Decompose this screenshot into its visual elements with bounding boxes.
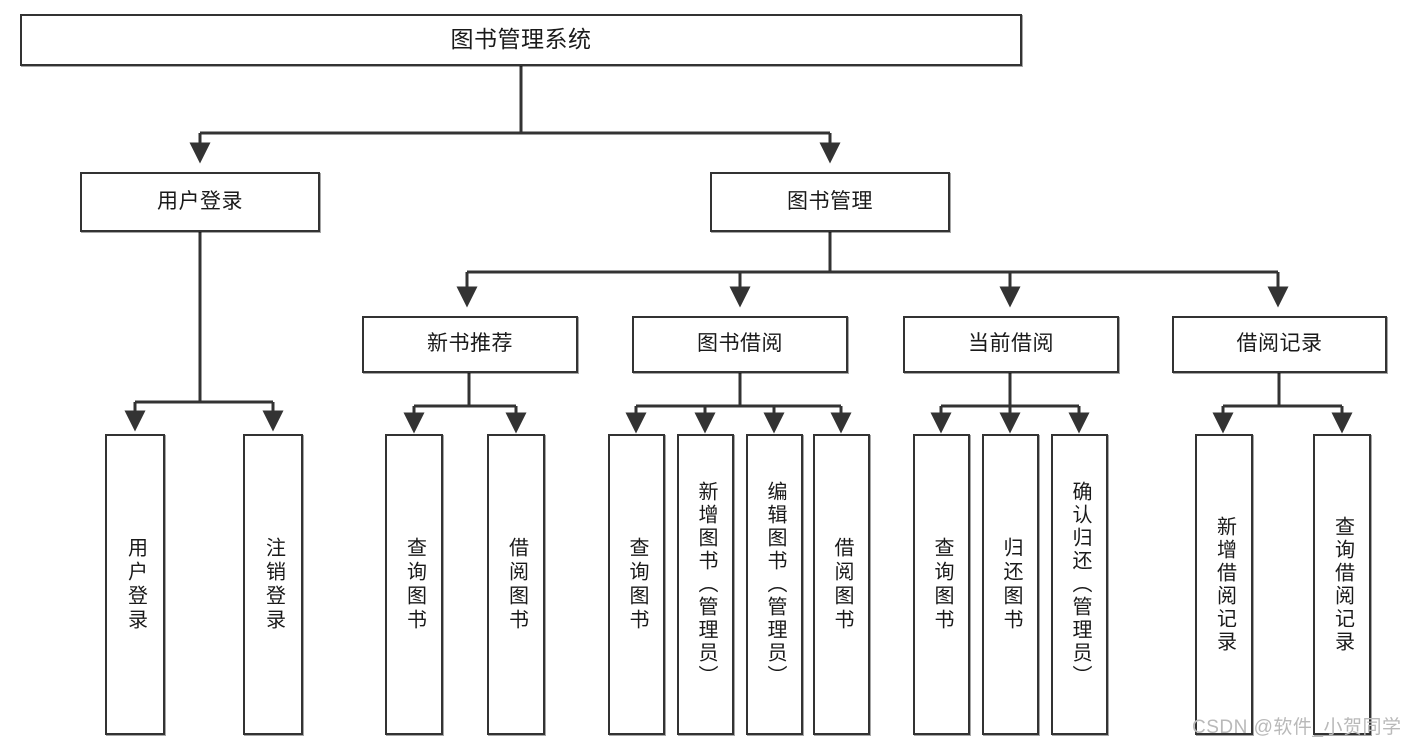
node-label: 借阅图书 xyxy=(831,536,853,633)
node-label: 查询图书 xyxy=(931,536,953,633)
node-label: 借阅图书 xyxy=(505,536,528,633)
node-leaf-logout-login[interactable]: 注销登录 xyxy=(243,434,303,735)
node-label: 图书管理系统 xyxy=(450,26,592,53)
node-label: 借阅记录 xyxy=(1236,332,1323,356)
node-leaf-edit-book-admin[interactable]: 编辑图书（管理员） xyxy=(746,434,803,735)
node-book-management-system[interactable]: 图书管理系统 xyxy=(20,14,1022,66)
node-leaf-query-book-1[interactable]: 查询图书 xyxy=(385,434,443,735)
node-label: 确认归还（管理员） xyxy=(1069,481,1091,688)
node-label: 新增图书（管理员） xyxy=(695,481,717,688)
node-label: 图书管理 xyxy=(787,189,873,213)
node-label: 归还图书 xyxy=(1000,536,1022,633)
node-label: 注销登录 xyxy=(262,536,285,633)
node-leaf-add-borrow-record[interactable]: 新增借阅记录 xyxy=(1195,434,1253,735)
node-leaf-confirm-return-admin[interactable]: 确认归还（管理员） xyxy=(1051,434,1108,735)
node-label: 查询借阅记录 xyxy=(1331,515,1354,654)
node-label: 查询图书 xyxy=(403,536,426,633)
node-leaf-query-borrow-record[interactable]: 查询借阅记录 xyxy=(1313,434,1371,735)
node-leaf-borrow-book-1[interactable]: 借阅图书 xyxy=(487,434,545,735)
node-book-management[interactable]: 图书管理 xyxy=(710,172,950,232)
node-leaf-query-book-2[interactable]: 查询图书 xyxy=(608,434,665,735)
node-borrow-record[interactable]: 借阅记录 xyxy=(1172,316,1387,373)
node-label: 查询图书 xyxy=(626,536,648,633)
node-leaf-add-book-admin[interactable]: 新增图书（管理员） xyxy=(677,434,734,735)
node-book-borrow[interactable]: 图书借阅 xyxy=(632,316,848,373)
node-leaf-query-book-3[interactable]: 查询图书 xyxy=(913,434,970,735)
node-label: 新书推荐 xyxy=(427,332,513,356)
node-label: 新增借阅记录 xyxy=(1213,515,1236,654)
node-leaf-borrow-book-2[interactable]: 借阅图书 xyxy=(813,434,870,735)
node-leaf-user-login[interactable]: 用户登录 xyxy=(105,434,165,735)
node-label: 用户登录 xyxy=(157,189,243,213)
node-label: 编辑图书（管理员） xyxy=(764,481,786,688)
node-leaf-return-book[interactable]: 归还图书 xyxy=(982,434,1039,735)
node-current-borrow[interactable]: 当前借阅 xyxy=(903,316,1119,373)
node-label: 当前借阅 xyxy=(968,332,1054,356)
node-new-book-recommend[interactable]: 新书推荐 xyxy=(362,316,578,373)
node-label: 图书借阅 xyxy=(697,332,783,356)
node-label: 用户登录 xyxy=(124,536,147,633)
node-user-login[interactable]: 用户登录 xyxy=(80,172,320,232)
csdn-watermark: CSDN @软件_小贺同学 xyxy=(1192,717,1402,738)
